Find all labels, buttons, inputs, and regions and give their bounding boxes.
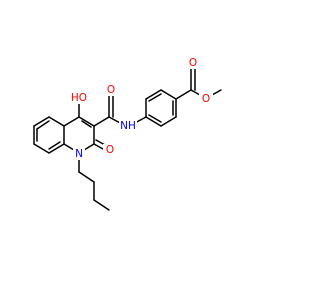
amide-carbonyl-oxygen-label: O [107, 84, 115, 96]
molecule-drawing: O HO NH N O O O [33, 57, 222, 211]
bond [93, 199, 110, 211]
label-background [73, 148, 85, 160]
bond [78, 171, 95, 183]
bond [48, 141, 61, 150]
hydroxyl-label: HO [71, 92, 87, 104]
ester-oxygen-label: O [202, 93, 210, 105]
bond [211, 89, 222, 96]
bonds [33, 68, 222, 211]
bond [83, 143, 95, 151]
ring-nitrogen-label: N [75, 148, 83, 160]
bond [33, 143, 50, 154]
bond [145, 89, 162, 100]
bond [78, 116, 95, 127]
label-background [103, 144, 117, 156]
bond [160, 116, 177, 127]
amide-nh-label: NH [120, 120, 136, 132]
bond [148, 93, 162, 102]
label-background [70, 92, 88, 104]
bond [175, 89, 192, 100]
bond [93, 116, 110, 127]
bond [81, 120, 92, 128]
bond [48, 116, 65, 127]
bond [160, 89, 177, 100]
lactam-oxygen-label: O [106, 144, 114, 156]
bond [63, 116, 80, 127]
bond [93, 143, 104, 150]
bond [63, 143, 75, 151]
bond [33, 116, 50, 127]
label-background [199, 93, 213, 105]
structure-canvas: O HO NH N O O O [33, 57, 222, 211]
bond [48, 143, 65, 154]
label-background [104, 84, 118, 96]
ester-carbonyl-oxygen-label: O [189, 57, 197, 69]
bond [36, 120, 50, 130]
bond [190, 89, 201, 96]
label-background [186, 57, 200, 69]
atom-labels: O HO NH N O O O [70, 57, 213, 160]
bond [148, 114, 162, 123]
label-background [119, 120, 137, 132]
bond [145, 116, 162, 127]
